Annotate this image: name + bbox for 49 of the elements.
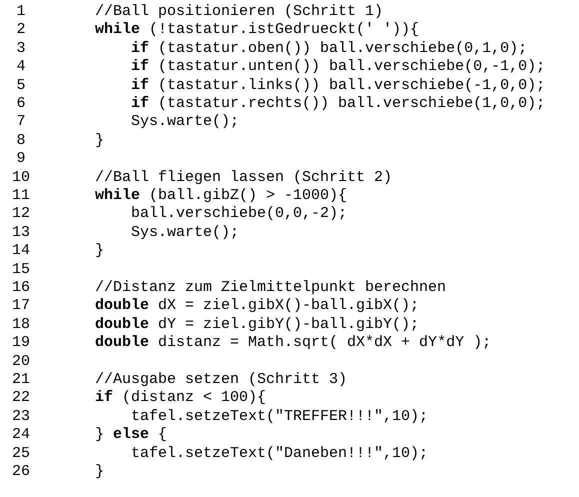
code-line: tafel.setzeText("Daneben!!!",10); <box>131 444 428 463</box>
code-line: //Ausgabe setzen (Schritt 3) <box>95 371 348 389</box>
line-number: 2 <box>15 21 26 40</box>
line-number: 4 <box>15 58 26 76</box>
line-number: 1 <box>15 3 26 21</box>
code-line: double dX = ziel.gibX()-ball.gibX(); <box>95 297 420 316</box>
line-number: 16 <box>10 279 31 297</box>
line-number: 13 <box>10 224 31 242</box>
line-number: 21 <box>10 371 31 389</box>
line-number: 10 <box>10 168 31 187</box>
line-number: 24 <box>10 426 31 444</box>
code-line: } else { <box>95 426 168 444</box>
code-line: if (distanz < 100){ <box>95 389 266 408</box>
line-number: 25 <box>10 444 31 463</box>
code-line: } <box>95 463 104 481</box>
line-number: 15 <box>10 260 31 279</box>
line-number: 20 <box>10 352 31 371</box>
line-number: 22 <box>10 389 31 408</box>
code-line: Sys.warte(); <box>131 224 240 242</box>
line-number: 12 <box>10 205 31 224</box>
line-number: 26 <box>10 463 31 481</box>
line-number: 23 <box>10 408 31 426</box>
code-line: Sys.warte(); <box>131 113 240 132</box>
code-line: while (!tastatur.istGedrueckt(' ')){ <box>95 21 420 40</box>
code-line: //Ball fliegen lassen (Schritt 2) <box>95 168 392 187</box>
code-line: if (tastatur.unten()) ball.verschiebe(0,-1,0); <box>131 58 546 76</box>
code-line: while (ball.gibZ() > -1000){ <box>95 187 348 205</box>
code-line: } <box>95 242 104 260</box>
line-number: 11 <box>10 187 31 205</box>
line-number: 5 <box>15 76 26 95</box>
line-number: 17 <box>10 297 31 316</box>
code-line: double distanz = Math.sqrt( dX*dX + dY*dY ); <box>95 334 492 352</box>
line-number: 6 <box>15 95 26 113</box>
code-line: double dY = ziel.gibY()-ball.gibY(); <box>95 316 420 334</box>
code-line: if (tastatur.oben()) ball.verschiebe(0,1,0); <box>131 40 528 58</box>
code-line: //Ball positionieren (Schritt 1) <box>95 3 384 21</box>
line-number: 14 <box>10 242 31 260</box>
code-line: //Distanz zum Zielmittelpunkt berechnen <box>95 279 446 297</box>
code-line: ball.verschiebe(0,0,-2); <box>131 205 348 224</box>
code-line: if (tastatur.rechts()) ball.verschiebe(1,0,0); <box>131 95 546 113</box>
code-line: if (tastatur.links()) ball.verschiebe(-1,0,0); <box>131 76 546 95</box>
code-line: } <box>95 132 104 150</box>
line-number: 19 <box>10 334 31 352</box>
line-number: 8 <box>15 132 26 150</box>
line-number: 3 <box>15 40 26 58</box>
code-line: tafel.setzeText("TREFFER!!!",10); <box>131 408 428 426</box>
line-number: 18 <box>10 316 31 334</box>
line-number: 9 <box>15 150 26 168</box>
line-number: 7 <box>15 113 26 132</box>
